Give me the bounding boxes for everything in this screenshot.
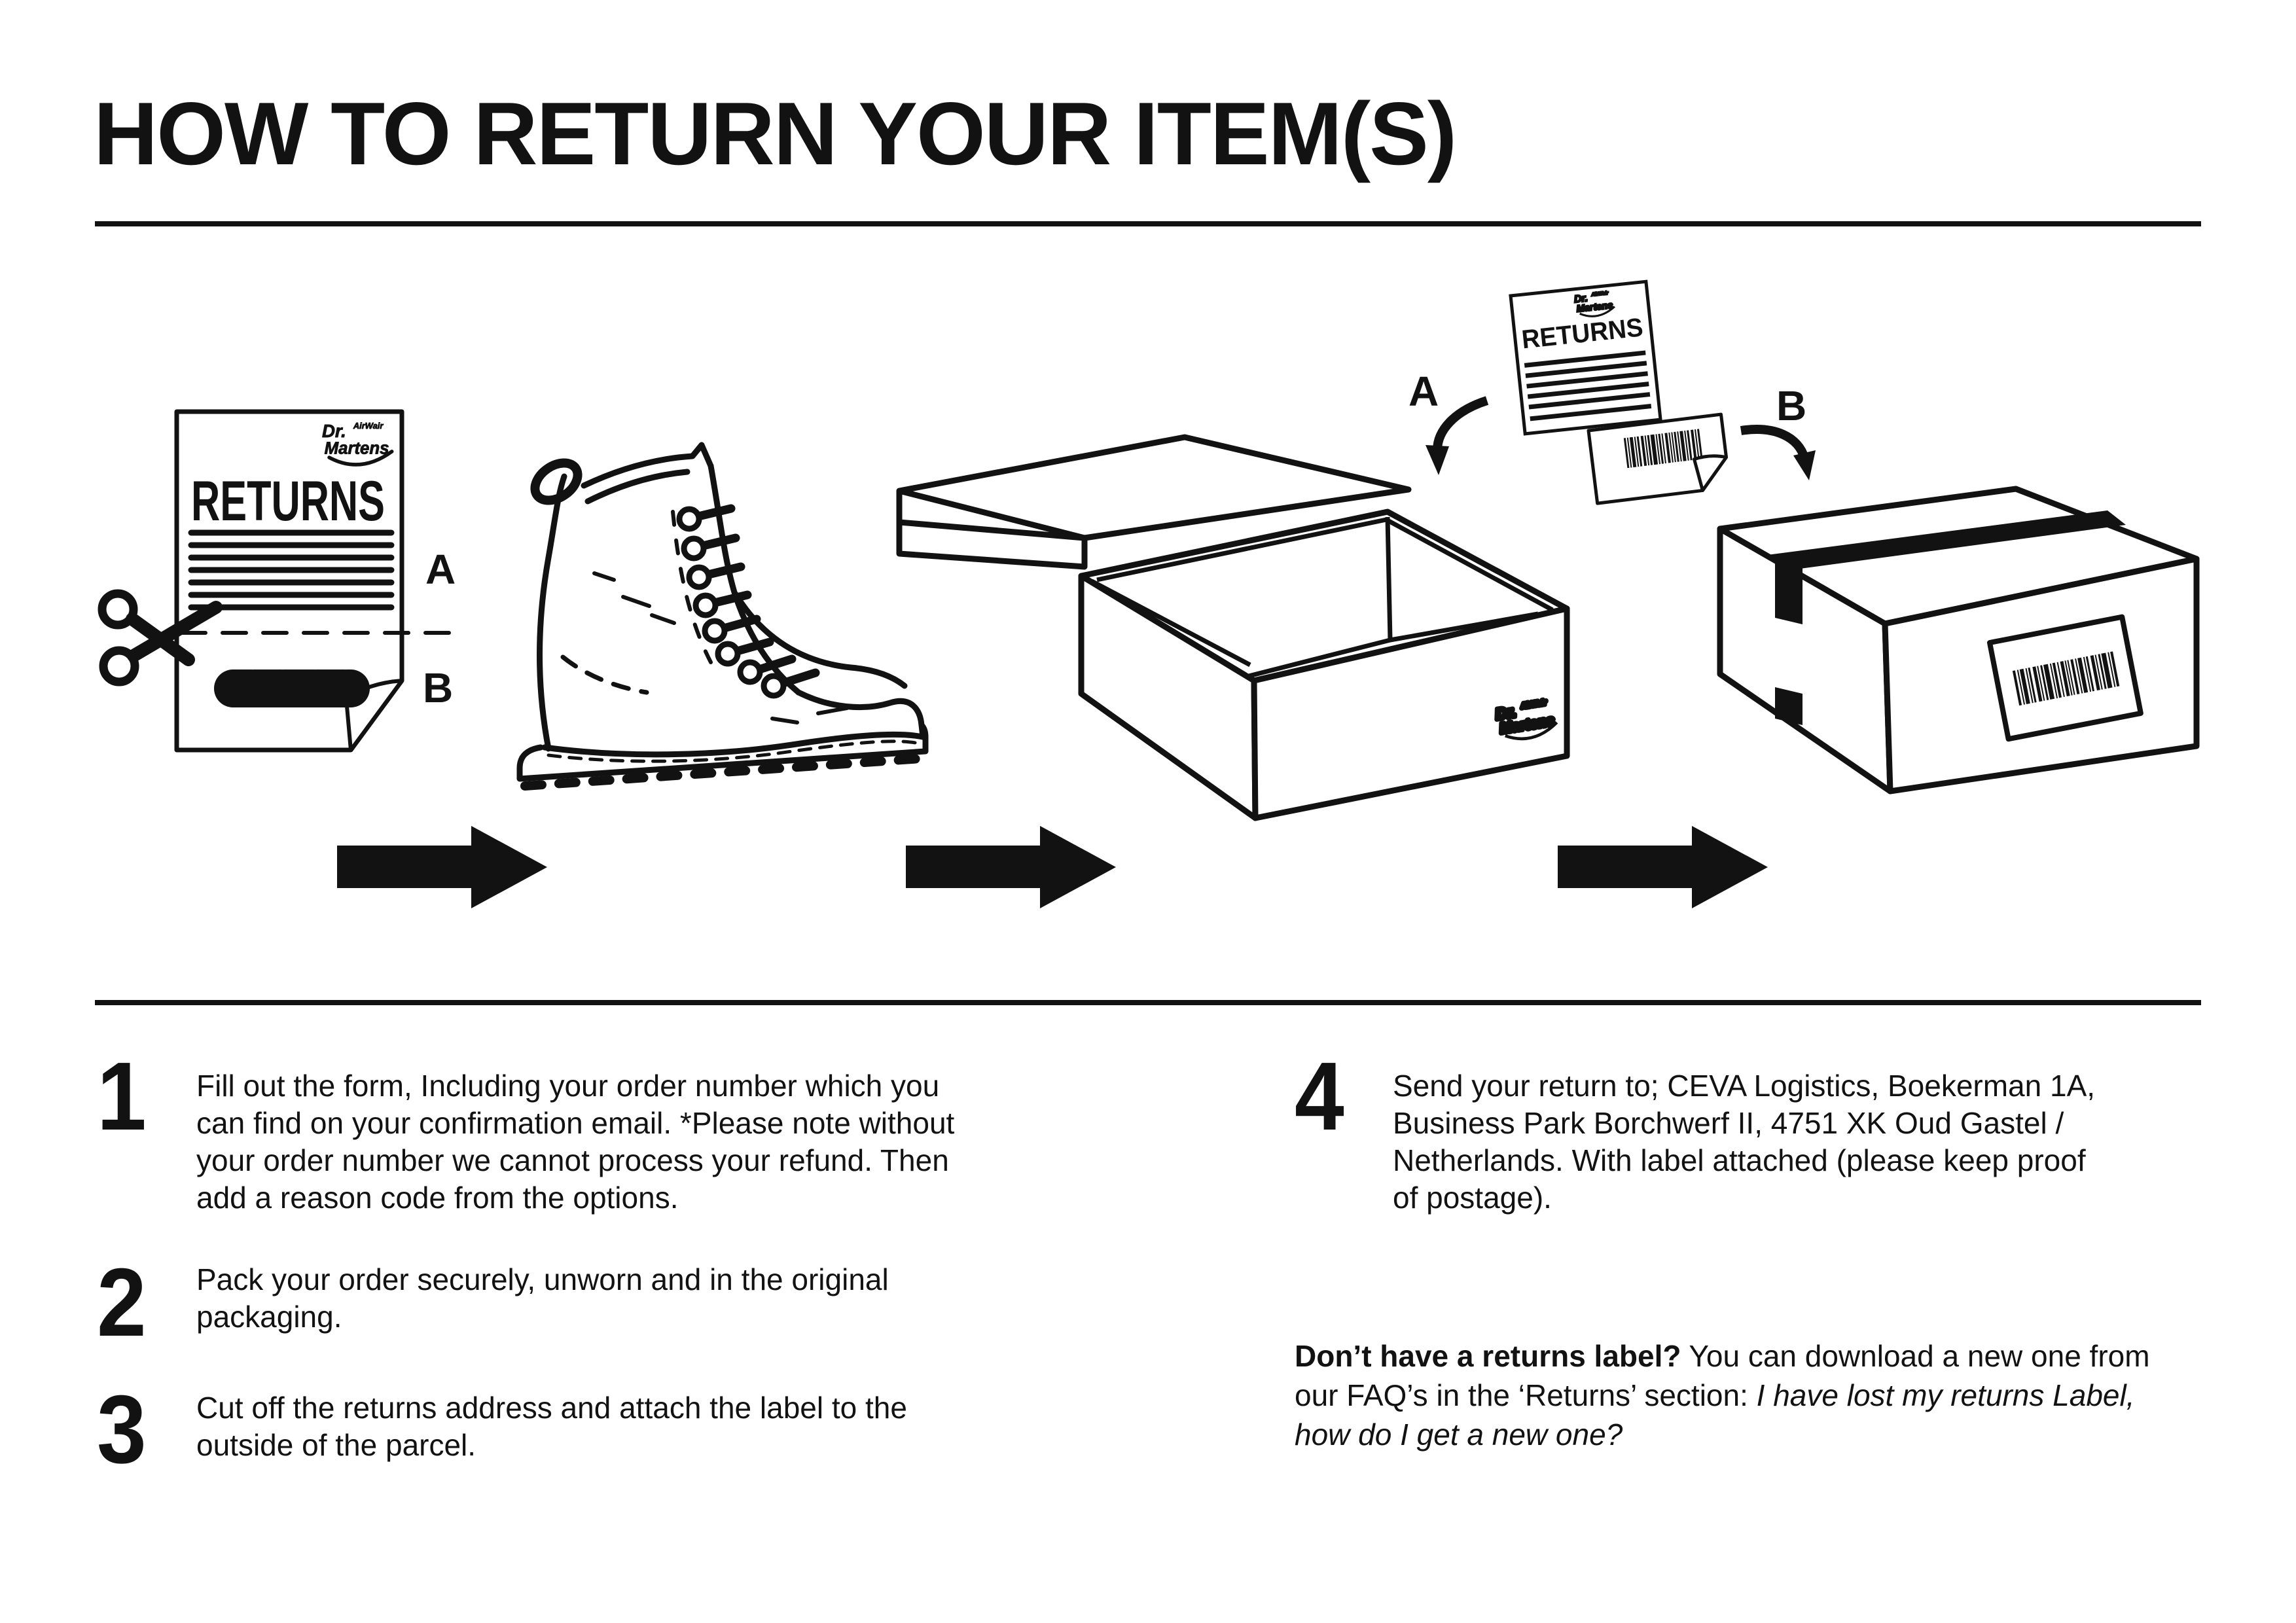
open-shoebox-illustration [896,434,1570,821]
note-regular: You can download a new one from our FAQ’… [1295,1339,2150,1412]
shoebox-base [1078,508,1570,821]
flow-arrows [337,826,1768,908]
scissors-icon [98,589,223,687]
step-b-label: B [1776,382,1806,429]
small-form-text-lines [1524,350,1652,421]
note-italic: I have lost my returns Label, how do I g… [1295,1378,2135,1452]
section-a-label: A [425,546,456,593]
curved-arrow-a [1426,396,1489,475]
shoebox-interior [1090,516,1554,679]
boot-welt [541,731,926,758]
step-4-number: 4 [1295,1043,1344,1150]
packing-tape [1767,510,2126,725]
step-1-number: 1 [97,1043,147,1150]
box-label-barcode [2012,651,2120,706]
boot-eyelets [676,506,787,699]
boot-back-edge [537,473,567,752]
boot-toe [795,689,926,740]
step-3-number: 3 [97,1376,147,1484]
form-returns-heading: RETURNS [191,470,385,533]
section-b-label: B [423,664,453,711]
boot-collar [581,442,714,489]
step-4-text: Send your return to; CEVA Logistics, Boe… [1393,1069,2096,1215]
boot-laces [694,504,820,688]
step-1-text: Fill out the form, Including your order … [196,1069,955,1215]
label-barcode [1623,429,1703,469]
returns-form-illustration: RETURNS A B [98,409,456,753]
shoebox-lid [896,434,1412,570]
page-title: HOW TO RETURN YOUR ITEM(S) [94,84,1457,183]
step-2-text: Pack your order securely, unworn and in … [196,1262,889,1334]
closed-box-illustration [1717,486,2200,794]
boot-sole-cleats [520,754,926,791]
top-divider [95,221,2201,226]
box-shipping-label [1987,614,2144,742]
boot-vamp-seam [732,591,908,689]
lost-label-note: Don’t have a returns label? You can down… [1295,1336,2175,1454]
boot-heel-loop [530,458,583,505]
flow-arrow-2 [906,826,1116,908]
note-bold: Don’t have a returns label? [1295,1339,1681,1373]
flow-arrow-3 [1558,826,1768,908]
boot-sole [516,722,929,791]
bottom-divider [95,1000,2201,1005]
boot-illustration [516,442,929,791]
boot-stitches [592,571,849,724]
flow-arrow-1 [337,826,547,908]
step-3-text: Cut off the returns address and attach t… [196,1391,907,1462]
step-a-label: A [1408,368,1439,415]
step-2-number: 2 [97,1249,147,1357]
small-returns-form: RETURNS [1509,279,1662,436]
small-barcode-label [1587,412,1729,505]
form-text-lines [188,529,395,611]
curved-arrow-b [1740,425,1816,480]
